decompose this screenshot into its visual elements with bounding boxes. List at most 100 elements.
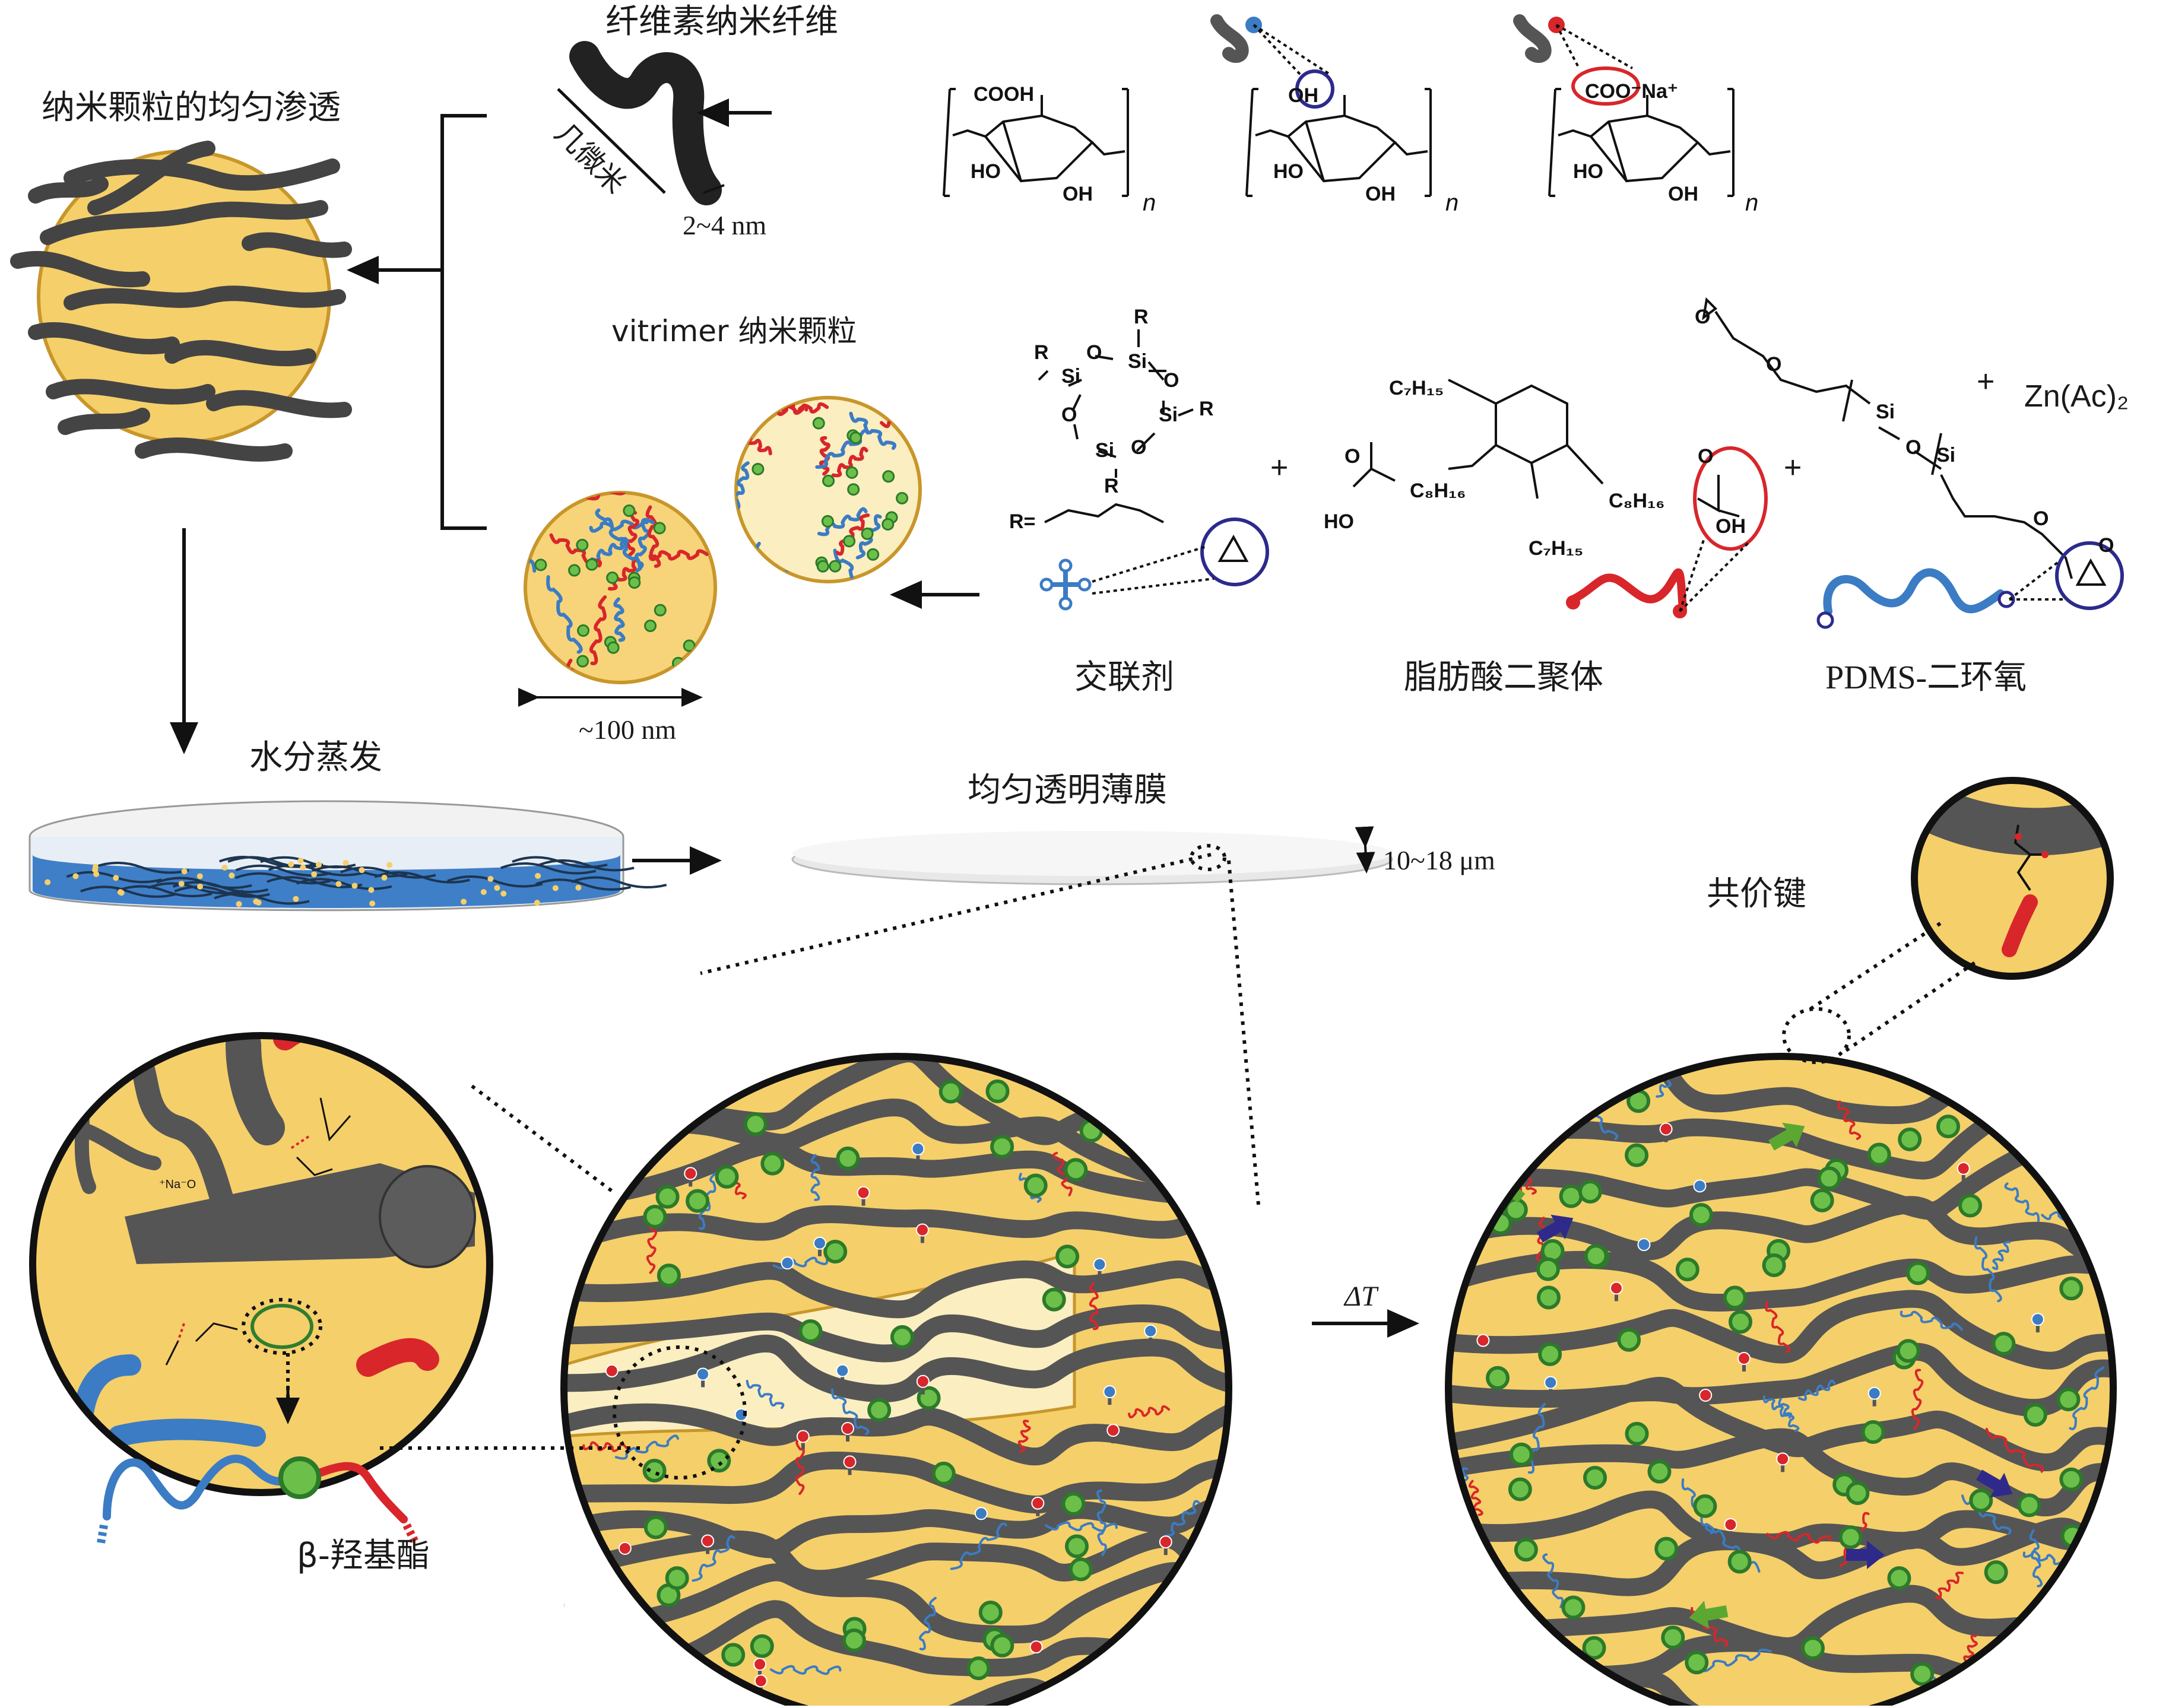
ester-node [978,1600,1003,1624]
blue-chain [72,1354,141,1423]
pendant-end [665,1092,678,1106]
dish-particle [92,863,99,870]
red-chain [2002,894,2038,957]
ester-node [686,1189,710,1213]
polymer-chain [1457,1556,1467,1626]
dish-particle [297,858,304,864]
plus-sign: + [1977,364,1995,399]
ester-node [2050,1589,2074,1613]
dish-fiber [512,856,608,869]
ester-node [1800,1636,1825,1661]
node [822,474,835,487]
node [683,639,696,652]
dish-particle [311,871,318,878]
epoxide-ring [1217,534,1249,562]
label-covalent-bond: 共价键 [1707,875,1806,913]
fiber [206,390,352,418]
ester-node [931,1461,956,1485]
ester-node [1661,1626,1685,1650]
fiber-end [379,1165,476,1268]
ester-node [1867,1142,1891,1167]
fiber [564,1304,1229,1363]
h-bond [177,1135,310,1342]
polymer-chain [1701,1648,1772,1672]
polymer-chain [1974,1236,2002,1303]
dish-fiber [260,856,356,869]
pendant-end [796,1430,810,1443]
label-crosslinker: 交联剂 [1074,658,1174,697]
node [628,576,641,589]
polymer-chain [1913,1056,1928,1069]
ester-node [1958,1193,1983,1218]
polymer-chain [1992,1240,2011,1271]
chem-n: n [1143,190,1156,216]
ester-node [1906,1261,1930,1285]
polymer-chain [1935,1572,1964,1600]
pendant-end [1609,1281,1623,1295]
polymer-chain [553,678,569,682]
polymer-chain [849,411,896,450]
polymer-chain [1985,1427,2044,1473]
fiber-icon [1210,14,1249,63]
polymer-chain [1514,1097,1526,1164]
pendant-end [1867,1386,1881,1400]
pendant-end [813,1236,826,1250]
fiber [10,250,150,288]
motion-arrow [1537,1214,1574,1243]
dotted-line [1679,539,1749,612]
polymer-chain [776,402,829,416]
ester-node [1969,1488,1993,1513]
ester-highlight [251,1304,313,1349]
dish-particle [343,859,349,866]
pendant-end [1699,1389,1713,1402]
ester-node [657,1263,681,1288]
ester-node [1693,1494,1717,1518]
fiber [64,158,340,191]
ester-node [966,1656,991,1681]
polymer-chain [607,558,640,591]
polymer-chain [546,575,583,654]
node [816,560,829,573]
ester-node [1984,1560,2008,1585]
fatty-acid-structure [1352,379,1768,618]
chem-si: Si [1876,401,1895,423]
node [812,417,825,430]
polymer-chain [1766,1531,1831,1544]
fiber-icon [1513,14,1552,63]
transparent-film [791,826,1393,885]
node [534,558,547,572]
ester-node [1061,1492,1086,1516]
ester-node [1810,1188,1834,1212]
pendant-end [911,1142,925,1155]
ester-node [890,1325,914,1349]
pendant-end [1693,1179,1707,1193]
chem-ho: HO [1273,160,1304,183]
dish-particle [368,887,375,893]
dish-particle [117,889,123,896]
pendant-end [1029,1640,1043,1654]
pendant-end [1637,1238,1651,1252]
chem-n: n [1445,190,1458,216]
node [585,558,598,571]
ester-node [842,1628,866,1653]
dish-particle [181,868,188,875]
ester-node [2056,1388,2081,1412]
label-water-evaporation: 水分蒸发 [249,738,382,777]
dish-particle [300,864,306,871]
chem-ho: HO [1573,160,1603,183]
ester-node [1561,1595,1586,1620]
dish-particle [72,873,79,880]
node [576,655,589,668]
epoxide-ring [2075,558,2107,586]
chem-na-o: ⁺Na⁻O [159,1178,196,1191]
pendant-end [1544,1376,1558,1389]
dish-fiber [500,862,597,875]
fiber [135,437,293,462]
ester-node [743,1112,768,1136]
pendant-end [843,1455,857,1469]
motion-arrow [2062,1158,2099,1186]
polymer-chain [1165,1500,1200,1537]
ester-node [1817,1166,1841,1190]
chem-o: O [1086,341,1102,364]
chem-o: O [1345,445,1360,468]
